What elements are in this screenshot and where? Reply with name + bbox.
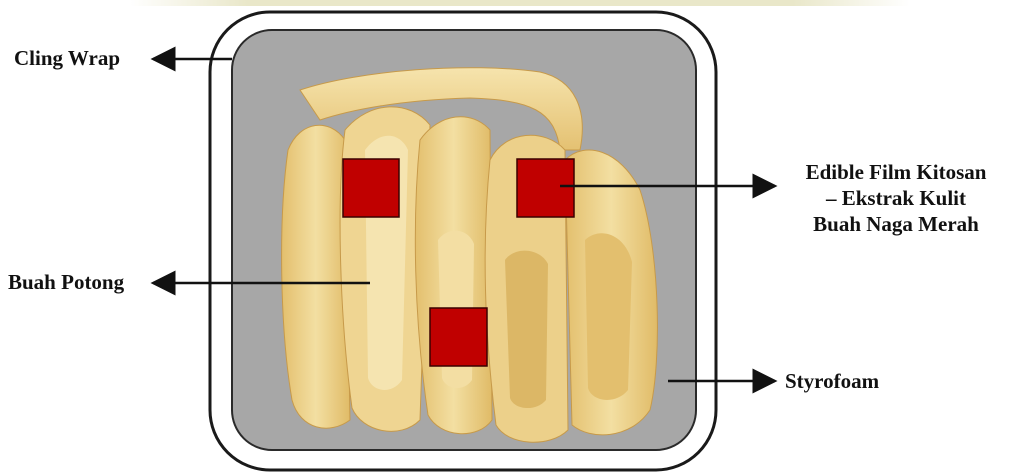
styrofoam-label: Styrofoam: [785, 368, 879, 394]
buah-potong-label: Buah Potong: [8, 269, 124, 295]
edible-film-marker-1: [343, 159, 399, 217]
edible-film-label-line-1: Edible Film Kitosan: [788, 159, 1004, 185]
edible-film-label-line-3: Buah Naga Merah: [788, 211, 1004, 237]
cling-wrap-label: Cling Wrap: [14, 45, 120, 71]
edible-film-label: Edible Film Kitosan – Ekstrak Kulit Buah…: [788, 159, 1004, 237]
edible-film-label-line-2: – Ekstrak Kulit: [788, 185, 1004, 211]
edible-film-marker-3: [430, 308, 487, 366]
edible-film-marker-2: [517, 159, 574, 217]
